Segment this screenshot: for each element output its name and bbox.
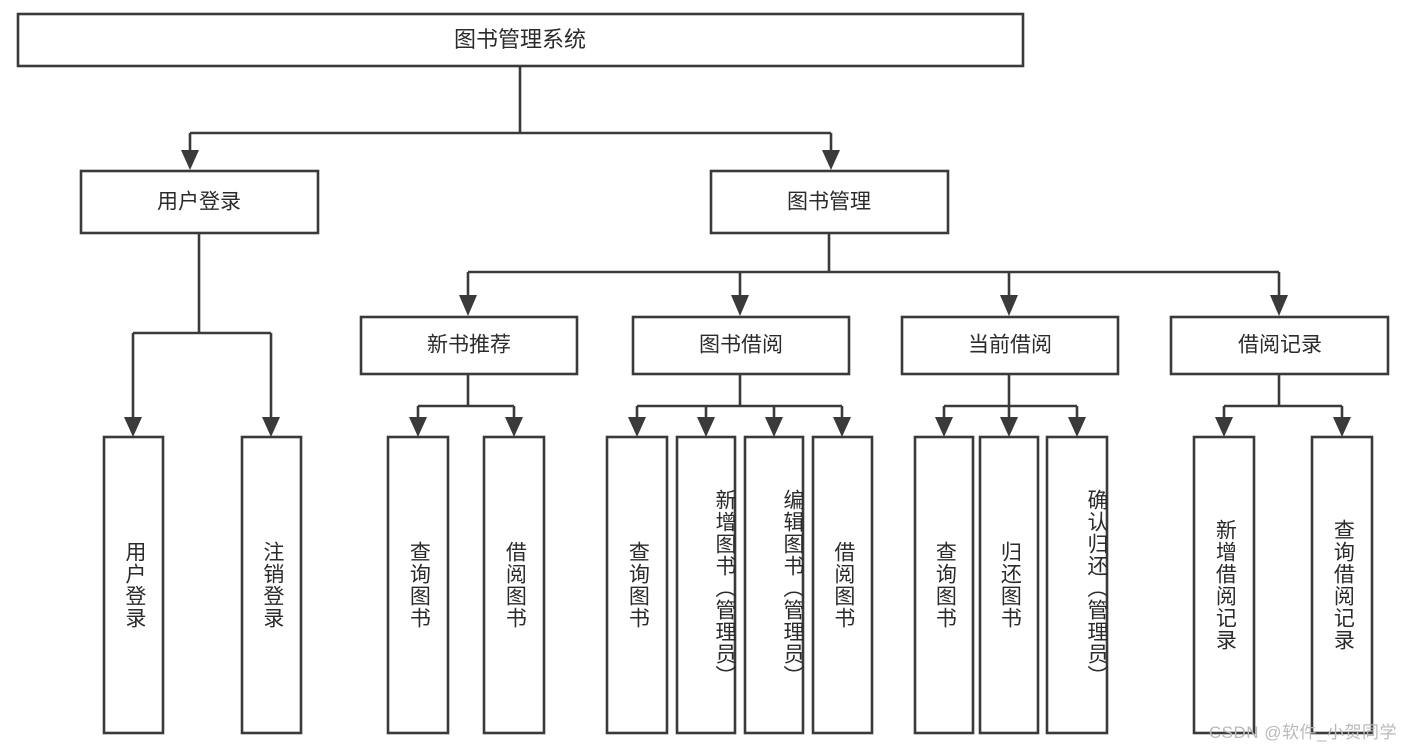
arrow-record-leaf2 [1333, 417, 1351, 437]
connector-layer [124, 66, 1351, 437]
node-user-login-label: 用户登录 [157, 191, 241, 214]
node-new-book-recommend-label: 新书推荐 [427, 334, 511, 357]
arrow-newbook-leaf1 [409, 417, 427, 437]
node-current-borrow[interactable] [900, 315, 1120, 376]
leaf-borrow-borrow-book[interactable] [811, 435, 874, 735]
leaf-current-query-book[interactable] [913, 435, 975, 735]
leaf-borrow-query-book[interactable] [605, 435, 669, 735]
node-book-management[interactable] [709, 169, 950, 235]
leaf-current-confirm-return-admin[interactable] [1045, 435, 1109, 735]
csdn-watermark: CSDN @软件_小贺同学 [1208, 723, 1397, 742]
leaf-newbook-borrow-book[interactable] [482, 435, 546, 735]
leaf-borrow-add-book-admin[interactable] [675, 435, 737, 735]
node-book-borrow[interactable] [631, 315, 851, 376]
leaf-borrow-edit-book-admin[interactable] [743, 435, 805, 735]
node-root-book-management-system[interactable] [16, 12, 1025, 68]
node-book-management-label: 图书管理 [787, 191, 871, 214]
arrow-bookmanage-c4 [1270, 295, 1288, 316]
node-layer: 图书管理系统 用户登录 图书管理 新书推荐 图书借阅 当前借阅 借阅记录 [16, 12, 1390, 735]
arrow-borrow-leaf1 [628, 417, 646, 437]
leaf-user-login-login[interactable] [102, 435, 165, 735]
node-borrow-record[interactable] [1169, 315, 1390, 376]
arrow-bookmanage-c2 [731, 295, 749, 316]
leaf-newbook-query-book[interactable] [386, 435, 450, 735]
node-root-label: 图书管理系统 [454, 27, 586, 52]
arrow-record-leaf1 [1215, 417, 1233, 437]
arrow-root-to-user-login [181, 150, 199, 170]
arrow-userlogin-leaf2 [262, 417, 280, 437]
node-user-login[interactable] [79, 169, 320, 235]
node-borrow-record-label: 借阅记录 [1238, 334, 1322, 357]
arrow-borrow-leaf4 [833, 417, 851, 437]
leaf-current-return-book[interactable] [978, 435, 1040, 735]
arrow-current-leaf1 [935, 417, 953, 437]
leaf-record-add-record[interactable] [1192, 435, 1256, 735]
arrow-current-leaf3 [1068, 417, 1086, 437]
arrow-userlogin-leaf1 [124, 417, 142, 437]
arrow-bookmanage-c3 [1000, 295, 1018, 316]
leaf-user-login-logout[interactable] [240, 435, 303, 735]
node-book-borrow-label: 图书借阅 [699, 334, 783, 357]
node-new-book-recommend[interactable] [359, 315, 579, 376]
arrow-current-leaf2 [1000, 417, 1018, 437]
arrow-root-to-book-manage [822, 150, 840, 170]
arrow-borrow-leaf2 [697, 417, 715, 437]
arrow-bookmanage-c1 [459, 295, 477, 316]
arrow-newbook-leaf2 [505, 417, 523, 437]
node-current-borrow-label: 当前借阅 [968, 334, 1052, 357]
arrow-borrow-leaf3 [765, 417, 783, 437]
leaf-record-query-record[interactable] [1310, 435, 1374, 735]
